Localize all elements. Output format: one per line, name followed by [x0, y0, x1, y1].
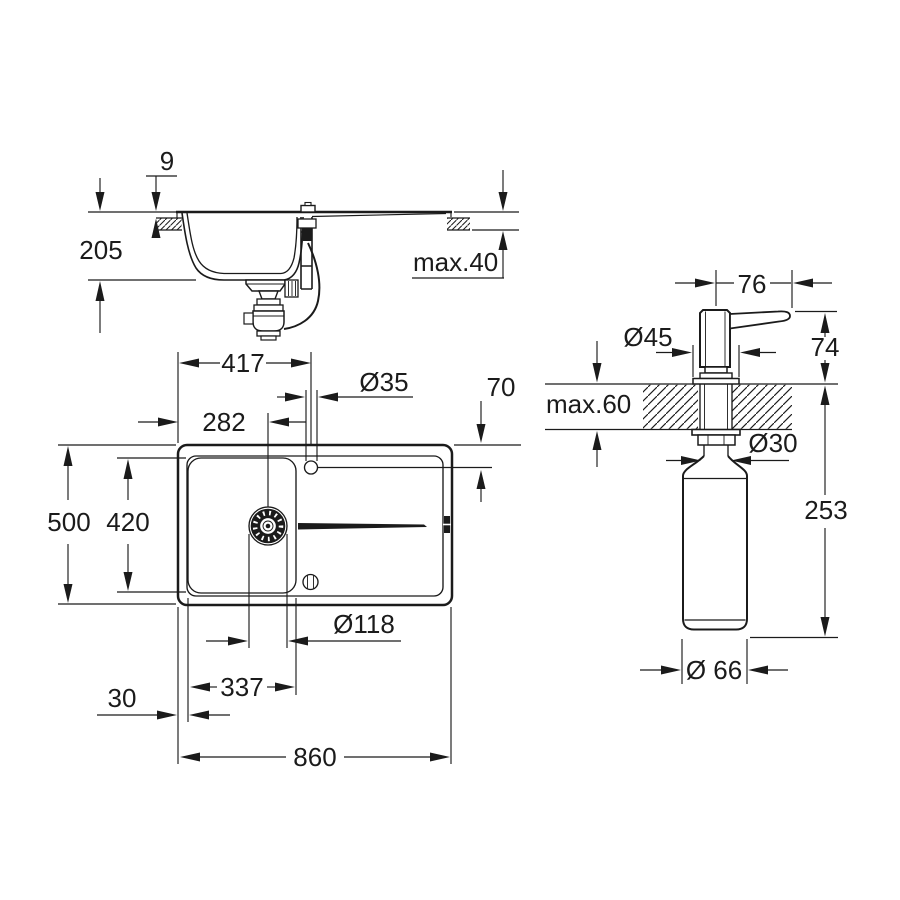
dim-height-above-counter: 74: [795, 310, 840, 383]
dim-flange-dia: Ø45: [623, 322, 776, 377]
dim-drain-dia: Ø118: [206, 609, 401, 646]
dim-max-counter-60: max.60: [546, 341, 631, 467]
faucet-plug: [300, 204, 316, 213]
dim-860-label: 860: [293, 742, 336, 772]
dispenser-counter-hatch-right: [732, 384, 792, 429]
bowl-inner-profile: [186, 212, 298, 275]
deck-underside: [311, 212, 447, 218]
washer: [691, 428, 741, 436]
drainboard-groove: [298, 523, 427, 530]
dim-max-counter-label: max.40: [413, 247, 498, 277]
accessory-hole: [302, 573, 319, 591]
dim-max60-label: max.60: [546, 389, 631, 419]
dim-74-label: 74: [811, 332, 840, 362]
dim-417-label: 417: [221, 348, 264, 378]
dim-500-label: 500: [47, 507, 90, 537]
dim-420-label: 420: [106, 507, 149, 537]
dim-below-counter-length: 253: [750, 385, 848, 639]
dim-o35-label: Ø35: [359, 367, 408, 397]
dim-bowl-depth-label: 205: [79, 235, 122, 265]
dim-bowl-inner-depth: 420: [106, 459, 150, 591]
dim-337-label: 337: [220, 672, 263, 702]
drain-strainer: [248, 506, 288, 546]
dim-faucet-from-left: 417: [179, 348, 311, 378]
flange-base: [692, 377, 740, 385]
supply-tube: [703, 445, 729, 456]
dim-shank-dia: Ø30: [666, 428, 798, 465]
dim-o45-label: Ø45: [623, 322, 672, 352]
pump-head: [699, 309, 731, 368]
overflow-hose: [283, 242, 321, 330]
dim-drain-from-left: 282: [138, 407, 306, 437]
flange-step: [699, 372, 733, 380]
dim-bowl-inner-width: 337: [190, 672, 295, 702]
dim-max-counter-thickness: max.40: [412, 170, 519, 279]
witness-lines: [58, 352, 521, 764]
sink-outer-edge: [176, 443, 454, 607]
mounting-nut: [697, 434, 736, 446]
dim-bottle-dia: Ø 66: [640, 639, 788, 685]
edge-clip: [443, 516, 451, 533]
drain-assembly: [243, 217, 321, 341]
sink-rim-inner-edge: [186, 455, 444, 597]
drain-trap: [252, 310, 285, 332]
bowl-edge: [187, 457, 297, 594]
sink-top-view: 417 Ø35 282 70: [47, 348, 521, 772]
dim-76-label: 76: [738, 269, 767, 299]
dispenser-side-view: 76 Ø45 74 max.60: [545, 269, 848, 685]
dim-o66-label: Ø 66: [686, 655, 742, 685]
dim-o118-label: Ø118: [333, 609, 395, 639]
dim-rim-height: 9: [146, 146, 177, 238]
bottle: [682, 455, 748, 631]
dim-bowl-depth: 205: [79, 178, 196, 333]
dispenser-counter-hatch-left: [643, 384, 698, 429]
dim-rim-height-label: 9: [160, 146, 174, 176]
counter-hatch-left: [156, 218, 182, 230]
dim-faucet-hole-dia: Ø35: [277, 367, 413, 402]
pump-spout: [729, 310, 791, 330]
ribbed-coupling: [284, 279, 299, 298]
dim-spout-reach: 76: [675, 269, 832, 308]
dim-282-label: 282: [202, 407, 245, 437]
dim-faucet-from-top: 70: [476, 372, 516, 502]
bowl-outer-profile: [181, 212, 304, 281]
dim-253-label: 253: [804, 495, 847, 525]
sink-side-view: 9 205 max.40: [79, 146, 519, 341]
dim-overall-depth: 500: [47, 446, 91, 603]
dim-70-label: 70: [487, 372, 516, 402]
dim-left-rim-width: 30: [97, 683, 230, 720]
dim-overall-width: 860: [180, 742, 450, 772]
overflow-connector: [303, 228, 312, 241]
faucet-hole: [303, 460, 319, 475]
dim-o30-label: Ø30: [748, 428, 797, 458]
dim-30-label: 30: [108, 683, 137, 713]
counter-hatch-right: [447, 218, 470, 230]
shank: [699, 384, 733, 430]
